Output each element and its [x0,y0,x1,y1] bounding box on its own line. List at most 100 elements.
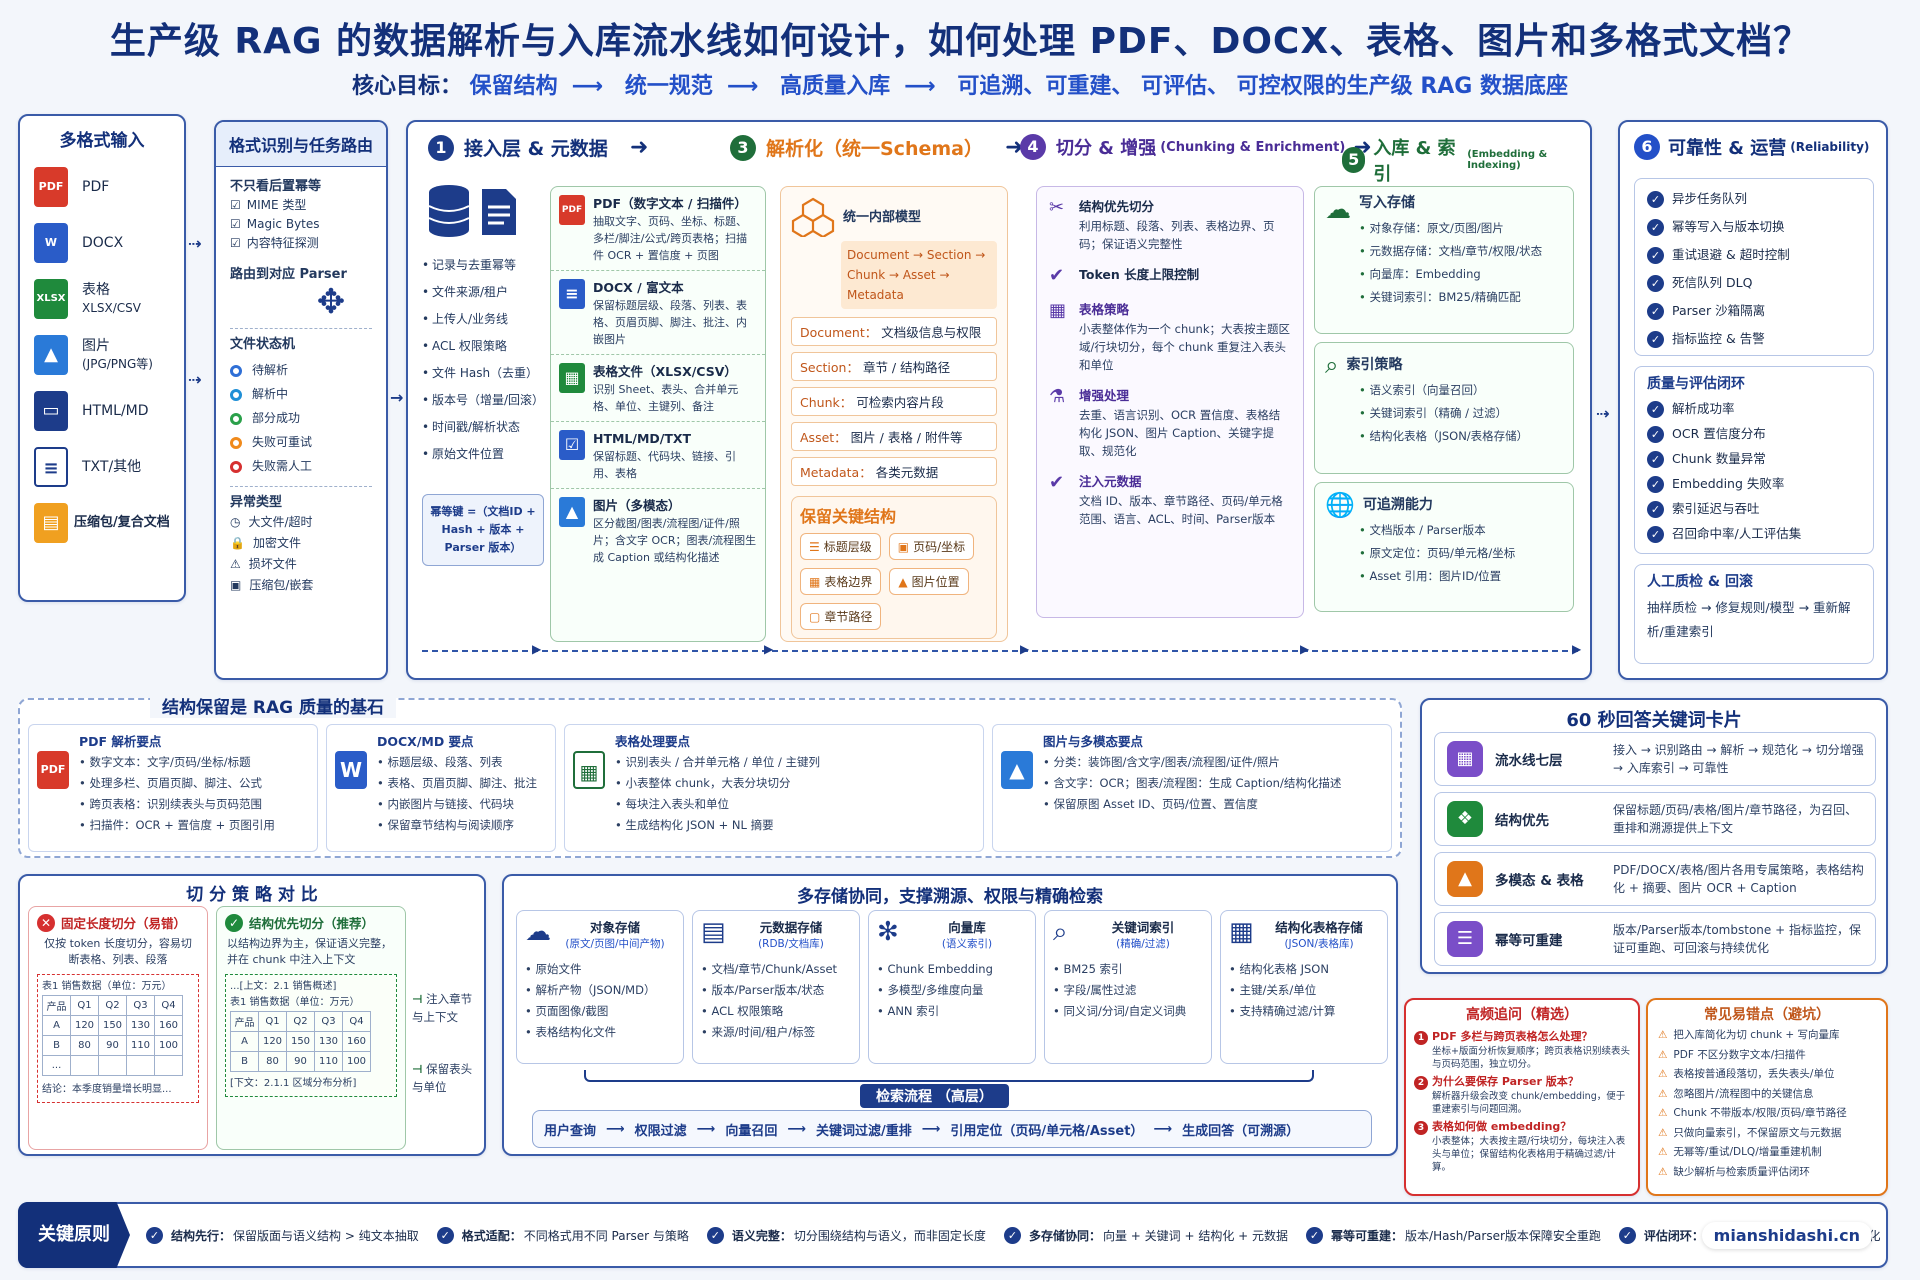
storage-panel: 多存储协同，支撑溯源、权限与精确检索 ☁对象存储(原文/页图/中间产物)• 原始… [502,874,1398,1156]
stage4-badge: 4 [1020,134,1046,160]
check-item: ✓解析成功率 [1647,396,1861,421]
bad-title: 固定长度切分（易错） [61,916,187,931]
index-list: • 语义索引（向量召回）• 关键词索引（精确 / 过滤）• 结构化表格（JSON… [1315,379,1573,448]
check-icon: ✓ [1003,1226,1021,1244]
list-item: • 元数据存储：文档/章节/权限/状态 [1359,244,1543,258]
check-item: ✓幂等写入与版本切换 [1647,213,1861,241]
archive-icon: ▣ [230,578,242,592]
list-icon: ☰ [809,540,820,554]
storage-col: ☁对象存储(原文/页图/中间产物)• 原始文件• 解析产物（JSON/MD）• … [516,910,684,1064]
keep-item: ▢章节路径 [800,603,882,630]
stage1-list: •记录与去重幂等•文件来源/租户•上传人/业务线•ACL 权限策略•文件 Has… [422,252,544,468]
pdf-icon: PDF [34,167,68,207]
status-ring-icon [230,460,242,473]
stage1-icons [422,184,544,240]
keep-item: ▦表格边界 [800,568,882,595]
number-badge-icon: 2 [1414,1076,1428,1090]
schema-def: Metadata： 各类元数据 [791,457,997,486]
page-subtitle: 核心目标： 保留结构⟶ 统一规范⟶ 高质量入库⟶ 可追溯、可重建、 可评估、 可… [0,68,1920,100]
keyword-card: ▦流水线七层接入 → 识别路由 → 解析 → 规范化 → 切分增强 → 入库索引… [1434,732,1876,786]
faq-title: 高频追问（精选） [1466,1007,1578,1023]
keep-item: ▣页码/坐标 [888,533,975,560]
stage4-list: ✂结构优先切分利用标题、段落、列表、表格边界、页码；保证语义完整性✔Token … [1037,187,1303,550]
stage5-header: 5 入库 & 索引 (Embedding & Indexing) [1342,134,1590,186]
abn-item: 🔒加密文件 [230,536,301,550]
warning-icon: ⚠ [1658,1107,1668,1119]
mistake-item: ⚠表格按普通段落切，丢失表头/单位 [1658,1068,1835,1080]
check-icon: ✓ [1647,476,1664,493]
grid-icon: ▦ [809,575,821,589]
scissors-icon: ✂ [1049,197,1065,218]
qa-title: 质量与评估闭环 [1647,376,1745,392]
flow-box [532,1110,1372,1148]
detect-item: ☑内容特征探测 [230,236,319,250]
state-item: 待解析 [230,358,372,382]
parser-item: ▲图片（多模态）区分截图/图表/流程图/证件/照片；含文字 OCR；图表/流程图… [551,489,765,572]
page-title: 生产级 RAG 的数据解析与入库流水线如何设计，如何处理 PDF、DOCX、表格… [109,21,1811,62]
input-item: ▭HTML/MD [34,383,170,439]
trace-card: 🌐 可追溯能力 • 文档版本 / Parser版本• 原文定位：页码/单元格/坐… [1314,482,1574,612]
good-title: 结构优先切分（推荐） [249,916,375,931]
check-icon: ✓ [1647,451,1664,468]
schema-def: Document： 文档级信息与权限 [791,317,997,346]
stage4-title-en: (Chunking & Enrichment) [1160,139,1346,155]
stage1-item: •文件 Hash（去重） [422,366,539,380]
image-icon: ▲ [1447,861,1483,897]
keyword-card: ❖结构优先保留标题/页码/表格/图片/章节路径，为召回、重排和溯源提供上下文 [1434,792,1876,846]
rel-list: ✓异步任务队列✓幂等写入与版本切换✓重试退避 & 超时控制✓死信队列 DLQ✓P… [1635,179,1873,359]
rel-card: ✓异步任务队列✓幂等写入与版本切换✓重试退避 & 超时控制✓死信队列 DLQ✓P… [1634,178,1874,356]
input-item: ≡TXT/其他 [34,439,170,495]
mistake-item: ⚠Chunk 不带版本/权限/页码/章节路径 [1658,1107,1847,1119]
stage4-column: ✂结构优先切分利用标题、段落、列表、表格边界、页码；保证语义完整性✔Token … [1036,186,1304,618]
bad-desc: 仅按 token 长度切分，容易切断表格、列表、段落 [44,937,192,966]
inputs-title: 多格式输入 [59,131,145,151]
list-check-icon: ☰ [1447,921,1483,957]
principle-item: ✓幂等可重建：版本/Hash/Parser版本保障安全重跑 [1306,1226,1601,1244]
schema-def: Section： 章节 / 结构路径 [791,352,997,381]
docx-icon: W [335,751,367,789]
check-icon: ✓ [1647,275,1664,292]
browser-icon: ▭ [34,391,68,431]
good-ctx-bottom: [下文：2.1.1 区域分布分析] [230,1078,357,1089]
routing-panel: 格式识别与任务路由 不只看后置幂等 ☑MIME 类型☑Magic Bytes☑内… [214,120,388,680]
list-item: • 对象存储：原文/页图/图片 [1359,221,1504,235]
mistakes-title: 常见易错点（避坑） [1704,1007,1830,1023]
principles-label: 关键原则 [18,1202,130,1268]
good-ctx-top: ...[上文：2.1 销售概述] [230,981,337,992]
list-item: • 向量库：Embedding [1359,267,1481,281]
check-icon: ✓ [1647,526,1664,543]
stage1-item: •时间戳/解析状态 [422,420,521,434]
folder-icon: ▢ [809,610,821,624]
keep-list: ☰标题层级▣页码/坐标▦表格边界▲图片位置▢章节路径 [800,533,988,630]
schema-def: Chunk： 可检索内容片段 [791,387,997,416]
arrow-icon: ▶ [1572,642,1582,656]
warning-icon: ⚠ [1658,1048,1668,1061]
network-icon: ✻ [877,917,899,947]
detect-item: ☑Magic Bytes [230,217,320,231]
stage4-block: ▦表格策略小表整体作为一个 chunk；大表按主题区域/行块切分，每个 chun… [1049,300,1291,372]
status-ring-icon [230,436,242,449]
check-icon: ✓ [1647,219,1664,236]
cloud-icon: ☁ [525,917,551,947]
checkbox-icon: ☑ [230,217,241,231]
good-desc: 以结构边界为主，保证语义完整，并在 chunk 中注入上下文 [227,937,392,966]
detect-item: ☑MIME 类型 [230,198,307,212]
xlsx-icon: XLSX [34,279,68,319]
defs-list: Document： 文档级信息与权限 Section： 章节 / 结构路径 Chun… [791,317,997,486]
arrow-icon: ⇢ [1596,404,1610,423]
input-label: 压缩包/复合文档 [74,515,170,530]
stage5-title: 入库 & 索引 [1373,138,1456,185]
